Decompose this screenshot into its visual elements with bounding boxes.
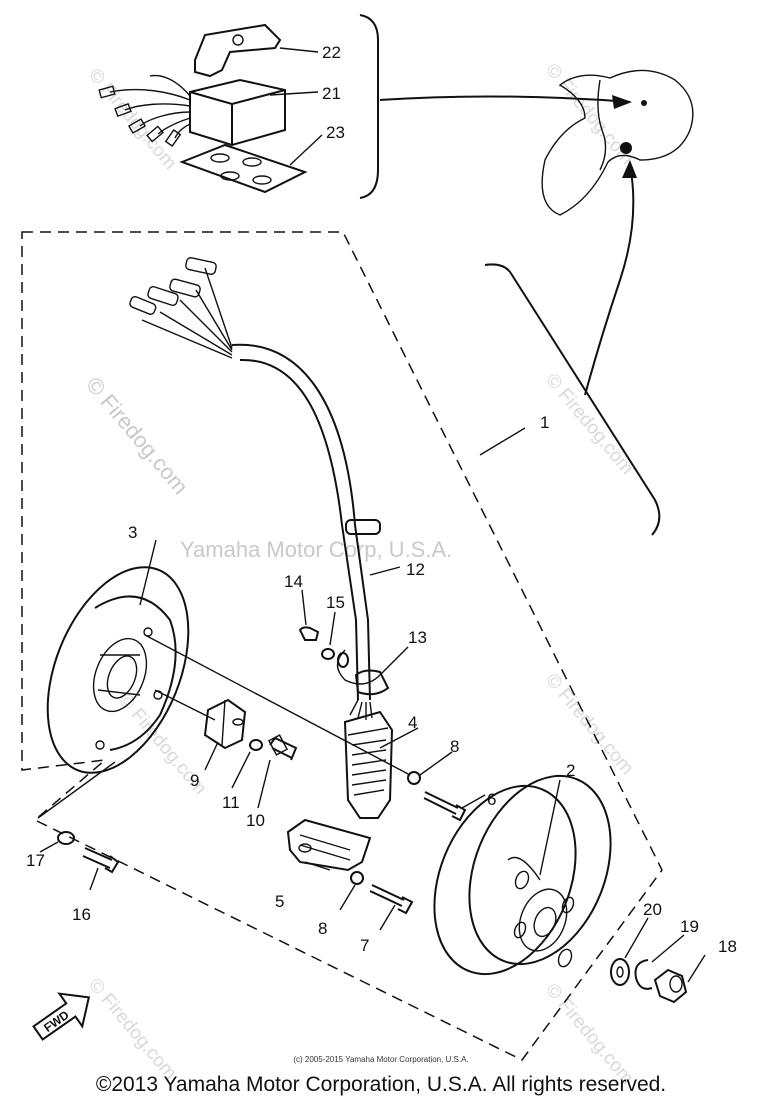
callout-8-upper: 8 (450, 737, 459, 756)
assembly-outline (21, 231, 663, 1061)
cdi-wires (109, 74, 191, 139)
cdi-bracket (194, 23, 282, 78)
bracket-bolt (232, 34, 244, 46)
stator-plate (46, 566, 190, 774)
charge-coil (286, 818, 372, 872)
firedog-watermark-right: © Firedog.com (541, 370, 637, 479)
callout-9: 9 (190, 771, 199, 790)
callout-15: 15 (326, 593, 345, 612)
callouts: 1 2 3 4 5 6 7 8 8 9 10 11 12 13 14 15 16… (26, 43, 737, 956)
callout-8-lower: 8 (318, 919, 327, 938)
callout-20: 20 (643, 900, 662, 919)
callout-1: 1 (540, 413, 549, 432)
assembly-brace (484, 263, 661, 536)
frame-outline (541, 69, 694, 216)
callout-5: 5 (275, 892, 284, 911)
source-coil (343, 710, 394, 819)
firedog-watermark-top-left: © Firedog.com (84, 65, 180, 174)
callout-21: 21 (322, 84, 341, 103)
callout-12: 12 (406, 560, 425, 579)
callout-6: 6 (487, 790, 496, 809)
frame-location-sketch (541, 69, 694, 396)
callout-19: 19 (680, 917, 699, 936)
watermarks: Yamaha Motor Corp, U.S.A. © Firedog.com … (81, 60, 637, 1089)
callout-3: 3 (128, 523, 137, 542)
callout-22: 22 (322, 43, 341, 62)
cdi-damper (179, 143, 308, 194)
main-copyright: ©2013 Yamaha Motor Corporation, U.S.A. A… (95, 1073, 667, 1096)
flywheel-rotor (433, 774, 612, 976)
callout-23: 23 (326, 123, 345, 142)
leader-lines (39, 539, 706, 983)
callout-2: 2 (566, 761, 575, 780)
callout-18: 18 (718, 937, 737, 956)
firedog-watermark-bottom-left: © Firedog.com (84, 975, 180, 1084)
small-copyright: (c) 2005-2015 Yamaha Motor Corporation, … (293, 1055, 469, 1064)
callout-7: 7 (360, 936, 369, 955)
callout-11: 11 (222, 793, 240, 812)
group-brace (359, 14, 379, 199)
callout-16: 16 (72, 905, 91, 924)
callout-4: 4 (408, 713, 417, 732)
callout-10: 10 (246, 811, 265, 830)
callout-13: 13 (408, 628, 427, 647)
pickup-coil (203, 698, 247, 750)
corp-watermark: Yamaha Motor Corp, U.S.A. (180, 537, 452, 562)
callout-17: 17 (26, 851, 45, 870)
cdi-box (189, 78, 286, 147)
stator-harness (129, 257, 390, 720)
callout-14: 14 (284, 572, 303, 591)
cdi-unit-group (98, 14, 632, 199)
firedog-watermark-left: © Firedog.com (81, 372, 193, 499)
